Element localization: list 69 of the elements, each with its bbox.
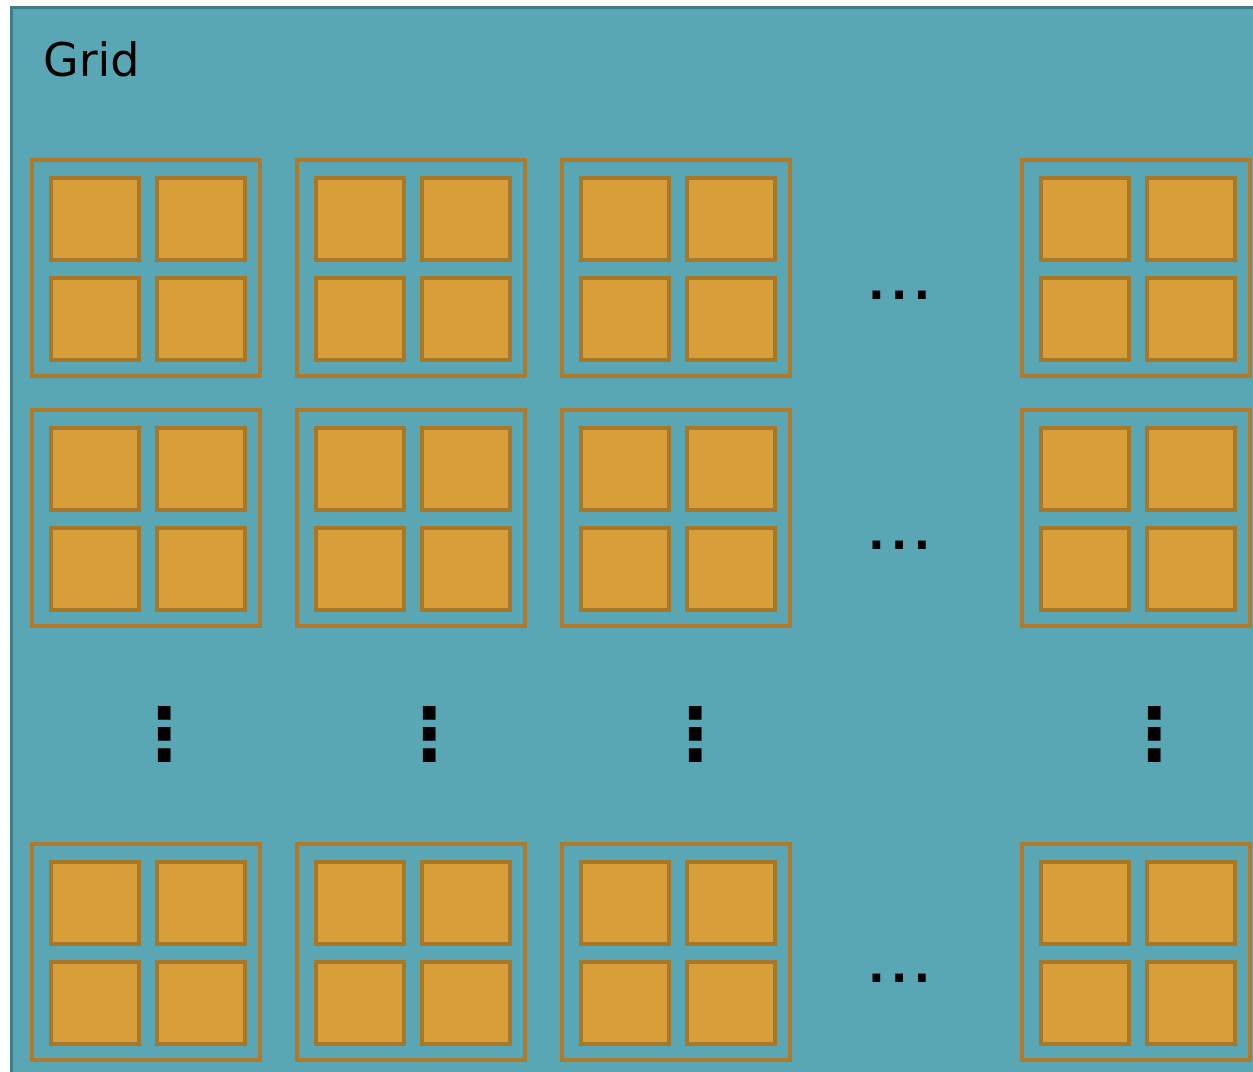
block-box	[295, 158, 527, 378]
block-box	[560, 408, 792, 628]
thread-box	[1039, 526, 1131, 612]
ellipsis-label: ⋮	[1118, 698, 1190, 770]
thread-box	[49, 526, 141, 612]
ellipsis-label: ...	[868, 512, 937, 556]
ellipsis-label: ...	[868, 262, 937, 306]
block-box	[30, 158, 262, 378]
thread-box	[314, 176, 406, 262]
thread-box	[155, 960, 247, 1046]
thread-box	[685, 176, 777, 262]
thread-box	[685, 960, 777, 1046]
thread-box	[1145, 426, 1237, 512]
thread-box	[579, 860, 671, 946]
thread-box	[49, 960, 141, 1046]
thread-box	[314, 526, 406, 612]
thread-box	[685, 526, 777, 612]
thread-box	[420, 526, 512, 612]
thread-box	[579, 176, 671, 262]
thread-box	[314, 426, 406, 512]
thread-box	[685, 276, 777, 362]
thread-box	[314, 276, 406, 362]
thread-box	[1039, 176, 1131, 262]
thread-box	[685, 860, 777, 946]
thread-box	[1145, 860, 1237, 946]
block-box	[560, 842, 792, 1062]
thread-box	[420, 176, 512, 262]
thread-box	[579, 276, 671, 362]
thread-box	[155, 176, 247, 262]
thread-box	[420, 426, 512, 512]
thread-box	[1039, 860, 1131, 946]
thread-box	[314, 960, 406, 1046]
block-box	[30, 408, 262, 628]
grid-panel	[10, 6, 1253, 1072]
thread-box	[579, 426, 671, 512]
thread-box	[155, 526, 247, 612]
block-box	[1020, 408, 1252, 628]
block-box	[295, 842, 527, 1062]
block-box	[30, 842, 262, 1062]
thread-box	[155, 276, 247, 362]
thread-box	[1145, 176, 1237, 262]
thread-box	[1145, 276, 1237, 362]
block-box	[560, 158, 792, 378]
thread-box	[314, 860, 406, 946]
thread-box	[1145, 960, 1237, 1046]
thread-box	[1039, 960, 1131, 1046]
thread-box	[155, 860, 247, 946]
ellipsis-label: ⋮	[659, 698, 731, 770]
thread-box	[49, 176, 141, 262]
ellipsis-label: ⋮	[393, 698, 465, 770]
thread-box	[1039, 276, 1131, 362]
thread-box	[420, 860, 512, 946]
block-box	[1020, 842, 1252, 1062]
thread-box	[420, 960, 512, 1046]
thread-box	[49, 426, 141, 512]
grid-title: Grid	[43, 37, 140, 83]
block-box	[295, 408, 527, 628]
thread-box	[579, 960, 671, 1046]
thread-box	[49, 276, 141, 362]
thread-box	[1039, 426, 1131, 512]
thread-box	[685, 426, 777, 512]
ellipsis-label: ⋮	[128, 698, 200, 770]
thread-box	[49, 860, 141, 946]
thread-box	[155, 426, 247, 512]
thread-box	[1145, 526, 1237, 612]
block-box	[1020, 158, 1252, 378]
ellipsis-label: ...	[868, 945, 937, 989]
thread-box	[420, 276, 512, 362]
thread-box	[579, 526, 671, 612]
